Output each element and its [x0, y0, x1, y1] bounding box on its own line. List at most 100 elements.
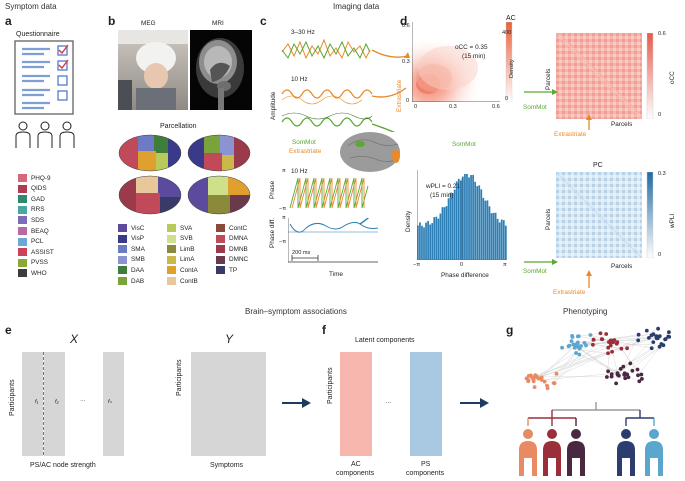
network-edge: [611, 345, 664, 377]
scatter-y-tick-top: 0.6: [402, 23, 410, 29]
occ-scale-bottom: 0: [658, 112, 662, 118]
network-legend-item: SVA: [167, 224, 192, 232]
ac-sommot-label: SomMot: [523, 104, 547, 111]
histogram-bar: [462, 176, 464, 260]
network-edge: [528, 343, 617, 381]
section-title-symptom: Symptom data: [5, 2, 57, 11]
network-node: [628, 361, 633, 366]
network-legend-item: DMNA: [216, 234, 248, 243]
occ-axis-label: oCC: [669, 71, 676, 84]
network-node: [552, 381, 557, 386]
panel-letter-a: a: [5, 14, 12, 28]
legend-label: VisP: [131, 235, 145, 243]
network-node: [644, 328, 649, 333]
section-title-phenotyping: Phenotyping: [563, 307, 608, 316]
network-node: [545, 383, 549, 388]
histogram-bar: [478, 185, 481, 260]
histogram-bar: [443, 207, 446, 260]
network-node: [647, 336, 651, 340]
questionnaire-legend-item: PHQ-9: [18, 174, 51, 182]
histogram-bar: [490, 213, 493, 260]
network-edge: [553, 339, 603, 384]
wpli-scale-bottom: 0: [658, 252, 662, 258]
ac-parcels-x-label: Parcels: [611, 121, 633, 128]
network-legend-item: LimB: [167, 245, 195, 254]
legend-label: PHQ-9: [31, 174, 51, 182]
network-node: [635, 367, 640, 372]
network-edge: [533, 337, 649, 380]
legend-label: ContA: [180, 266, 198, 274]
histogram-bar: [459, 180, 462, 260]
parcellation-title: Parcellation: [160, 123, 197, 130]
histogram-bar: [431, 223, 434, 260]
pc-matrix: [556, 172, 654, 258]
hist-x-tick-pos: π: [503, 262, 507, 268]
network-node: [661, 343, 666, 348]
band-label: 3–30 Hz: [291, 29, 315, 36]
histogram-bar: [492, 212, 495, 260]
panel-letter-f: f: [322, 323, 326, 337]
phase-diff-trace: [288, 218, 379, 263]
legend-swatch: [118, 234, 127, 243]
cluster-person-icon: [567, 429, 585, 476]
occ-duration: (15 min): [462, 53, 486, 60]
participants-icons: [15, 121, 75, 148]
network-legend-item: SVB: [167, 234, 193, 243]
network-node: [614, 341, 619, 346]
scatter-x-tick-mid: 0.3: [449, 104, 457, 110]
y-caption: Symptoms: [210, 462, 244, 469]
network-node: [649, 346, 654, 351]
legend-label: ContC: [229, 224, 248, 232]
histogram-bar: [466, 174, 468, 260]
histogram-bar: [496, 218, 499, 260]
participants-label-y: Participants: [176, 359, 183, 396]
feature-f2: f₂: [55, 399, 59, 405]
section-title-imaging: Imaging data: [333, 2, 380, 11]
questionnaire-title: Questionnaire: [16, 31, 60, 38]
x-matrix-label: X: [70, 332, 79, 346]
legend-swatch: [118, 266, 127, 275]
histogram-bar: [423, 227, 425, 260]
alpha-label-1: 10 Hz: [291, 76, 308, 83]
ac-label: AC: [506, 15, 516, 22]
network-legend-item: SMA: [118, 245, 145, 254]
ac-extrastriate-label: Extrastriate: [554, 131, 587, 138]
histogram-bar: [435, 216, 438, 260]
histogram-bar: [427, 220, 429, 260]
network-edge: [577, 334, 654, 343]
histogram-bar: [449, 192, 452, 260]
legend-label: LimB: [180, 245, 195, 253]
network-node: [615, 371, 620, 375]
network-node: [554, 371, 559, 376]
network-node: [591, 337, 596, 342]
phasediff-pi-top: π: [282, 215, 286, 221]
network-node: [609, 372, 614, 376]
network-node: [533, 373, 538, 377]
network-legend-item: VisP: [118, 234, 145, 243]
network-node: [630, 368, 635, 373]
network-node: [588, 333, 593, 337]
legend-swatch: [216, 266, 225, 275]
latent-ellipsis: …: [385, 398, 392, 405]
extrastriate-label-c: Extrastriate: [289, 148, 322, 155]
meg-photo: [118, 30, 188, 110]
occ-text: oCC = 0.35: [455, 44, 488, 51]
panel-letter-d: d: [400, 14, 408, 28]
alpha-label-2: 10 Hz: [291, 168, 308, 175]
network-node: [575, 334, 580, 339]
network-legend-item: DAB: [118, 277, 144, 285]
network-node: [531, 379, 536, 384]
legend-label: WHO: [31, 269, 47, 277]
mri-label: MRI: [212, 20, 224, 27]
histogram-bar: [482, 197, 485, 260]
network-legend-item: SMB: [118, 255, 145, 264]
questionnaire-legend-item: SDS: [18, 216, 44, 225]
network-node: [532, 385, 537, 389]
hist-density-label: Density: [405, 210, 412, 232]
network-node: [560, 345, 564, 350]
cluster-person-icon: [617, 429, 635, 476]
network-edge: [608, 368, 621, 372]
network-node: [598, 331, 603, 336]
legend-label: SVB: [180, 235, 193, 243]
legend-swatch: [18, 227, 27, 235]
